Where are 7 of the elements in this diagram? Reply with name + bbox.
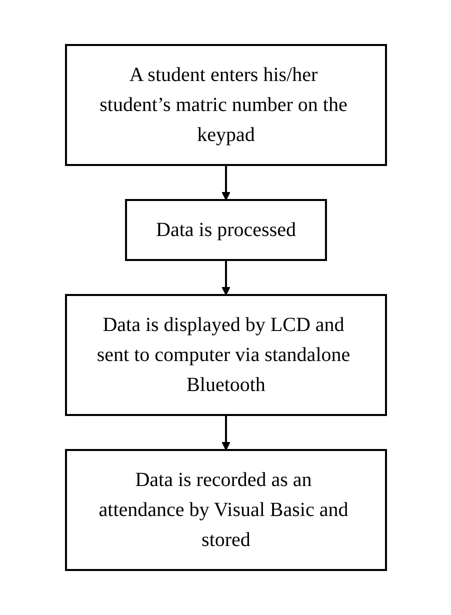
- arrow: [221, 415, 230, 450]
- node-box: Data is recorded as an attendance by Visual Basic and stored: [64, 449, 386, 571]
- node-box: Data is displayed by LCD and sent to computer via standalone Bluetooth: [64, 294, 386, 416]
- node-box: Data is processed: [124, 199, 326, 261]
- arrow: [221, 260, 230, 296]
- node-box: A student enters his/her student’s matric number on the keypad: [64, 44, 386, 166]
- arrow: [221, 165, 230, 200]
